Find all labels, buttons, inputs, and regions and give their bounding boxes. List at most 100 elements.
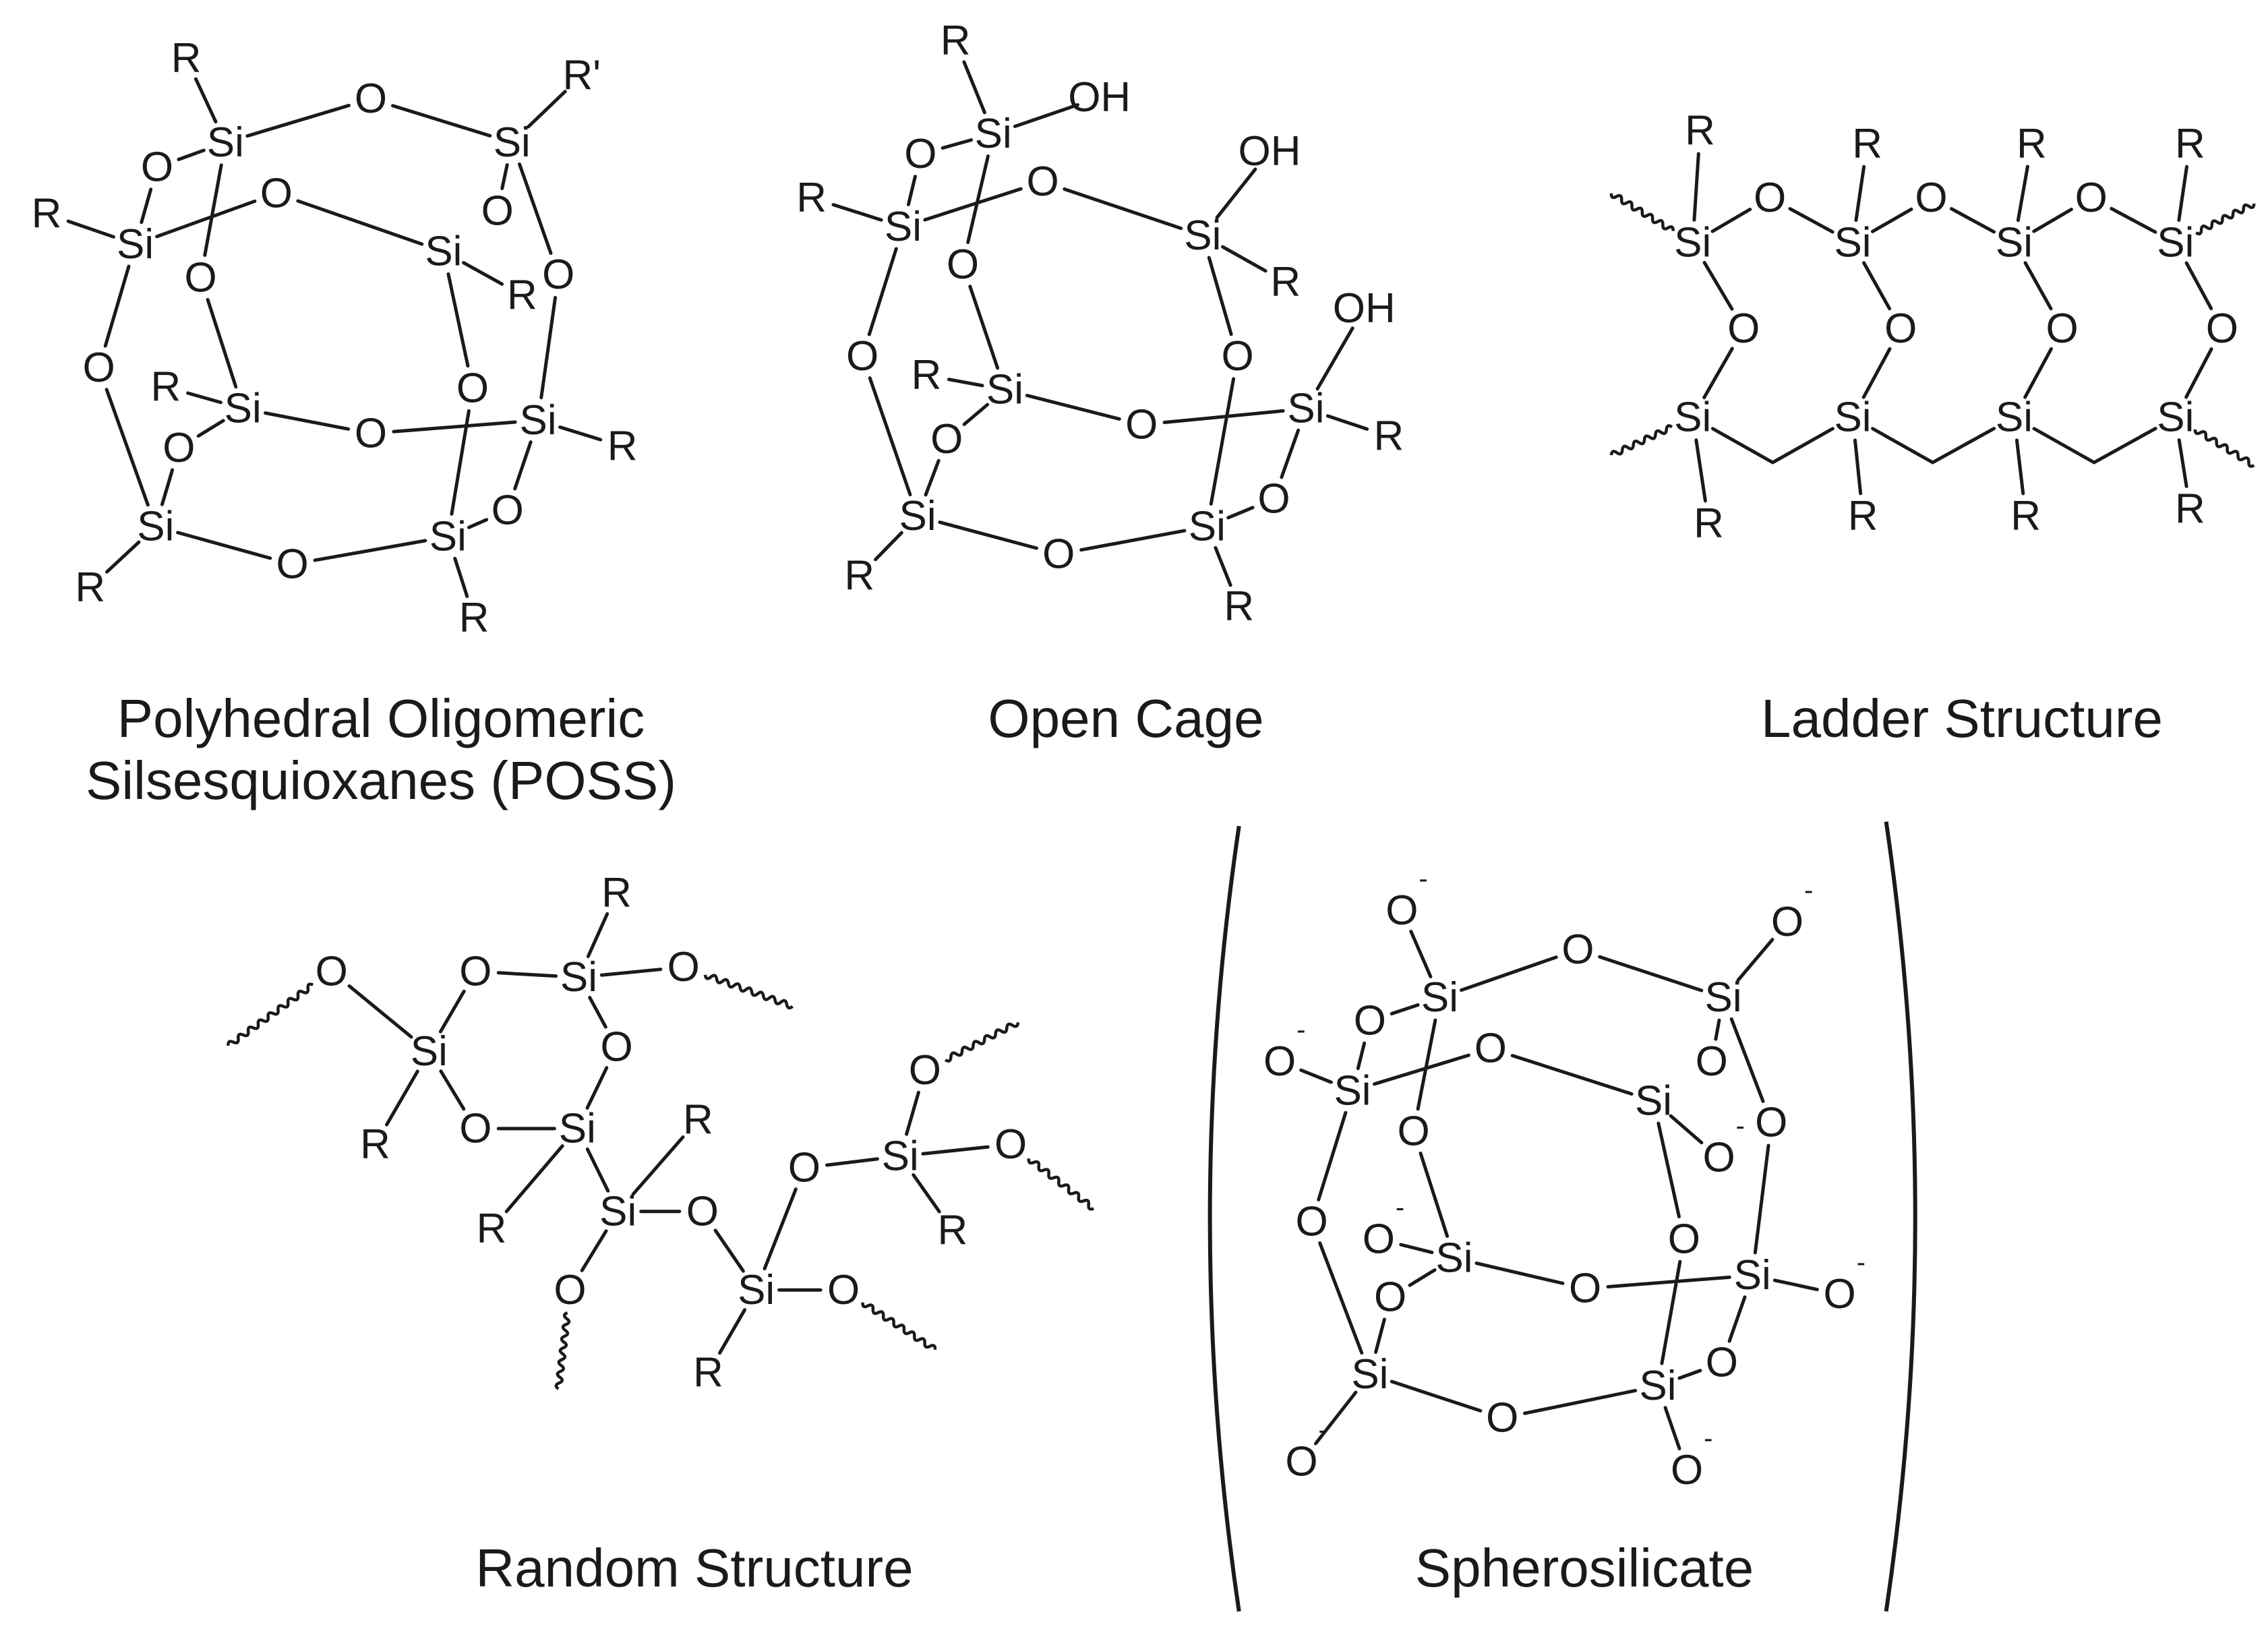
bond bbox=[2184, 261, 2213, 311]
wavy-bond bbox=[1609, 193, 1675, 231]
wavy-bond bbox=[861, 1302, 937, 1350]
atom-r: R bbox=[2017, 121, 2047, 167]
atom-r: R bbox=[607, 423, 638, 470]
bond bbox=[500, 163, 509, 191]
atom-o: O bbox=[1671, 1447, 1703, 1493]
atom-o: O bbox=[1354, 998, 1386, 1044]
bond bbox=[1772, 1278, 1819, 1292]
bond bbox=[1079, 529, 1187, 552]
bond bbox=[176, 531, 272, 560]
atom-o: O bbox=[1486, 1395, 1518, 1442]
bond bbox=[1220, 245, 1267, 273]
atom-o: O bbox=[2046, 305, 2079, 352]
atom-r: R bbox=[75, 564, 105, 611]
bond bbox=[1280, 428, 1301, 479]
atom-r: R bbox=[796, 175, 827, 221]
bond bbox=[1862, 261, 1892, 311]
atom-o: O bbox=[827, 1267, 860, 1313]
bond bbox=[1399, 1243, 1434, 1255]
bond bbox=[1677, 1369, 1702, 1380]
spherosilicate-brackets bbox=[1207, 821, 1917, 1612]
atom-o: O bbox=[355, 76, 387, 122]
bond bbox=[1162, 409, 1285, 425]
bond bbox=[588, 995, 607, 1029]
bond bbox=[1598, 955, 1704, 992]
atom-r: R bbox=[1848, 493, 1878, 539]
atom-o: O bbox=[788, 1145, 820, 1191]
atom-si: Si bbox=[494, 119, 531, 166]
bond bbox=[1663, 1406, 1681, 1451]
bond bbox=[1736, 937, 1774, 982]
atom-r: R bbox=[459, 595, 489, 641]
bond bbox=[347, 984, 413, 1039]
bond bbox=[2177, 438, 2188, 488]
bond bbox=[1606, 1275, 1731, 1288]
bond bbox=[558, 425, 603, 442]
wavy-bond bbox=[2193, 429, 2255, 468]
bond bbox=[1770, 427, 1834, 465]
bond bbox=[1474, 1261, 1565, 1285]
atom-si: Si bbox=[411, 1028, 448, 1075]
wavy-bond bbox=[554, 1311, 571, 1390]
negative-charge: - bbox=[1704, 1424, 1712, 1454]
atom-o: O bbox=[1285, 1438, 1317, 1485]
bond bbox=[264, 411, 351, 431]
atom-r: R bbox=[844, 553, 874, 599]
wavy-bond bbox=[2195, 203, 2256, 236]
atom-o: O bbox=[1754, 175, 1786, 221]
atom-si: Si bbox=[1334, 1067, 1371, 1114]
atom-o: O bbox=[1374, 1274, 1406, 1321]
atom-o: O bbox=[355, 410, 387, 456]
bond bbox=[2023, 347, 2053, 399]
atom-o: O bbox=[1823, 1271, 1855, 1317]
bond bbox=[1522, 1388, 1638, 1415]
bond bbox=[585, 1147, 610, 1193]
bond bbox=[1853, 438, 1863, 496]
atom-r: R bbox=[2175, 121, 2205, 167]
bond bbox=[439, 1069, 466, 1111]
bond bbox=[1871, 207, 1913, 233]
negative-charge: - bbox=[1419, 864, 1427, 893]
bond bbox=[203, 163, 223, 258]
bond bbox=[867, 247, 898, 336]
atom-r: R bbox=[693, 1350, 723, 1396]
atom-si: Si bbox=[599, 1188, 636, 1235]
atom-si: Si bbox=[559, 1105, 596, 1152]
bond bbox=[1949, 207, 1996, 234]
bond bbox=[392, 420, 517, 434]
poss-structure-bonds bbox=[66, 77, 603, 598]
bond bbox=[1063, 187, 1183, 231]
bond bbox=[467, 518, 489, 529]
atom-o: O bbox=[667, 944, 700, 990]
atom-si: Si bbox=[1287, 386, 1324, 432]
atom-o: O bbox=[491, 487, 524, 534]
bond bbox=[2016, 165, 2029, 222]
caption-poss: Polyhedral Oligomeric Silsesquioxanes (P… bbox=[0, 688, 762, 812]
bond bbox=[947, 378, 984, 388]
bond bbox=[103, 264, 131, 348]
bond bbox=[2023, 261, 2053, 311]
atom-o: O bbox=[162, 425, 195, 471]
atom-si: Si bbox=[1834, 394, 1871, 441]
bond bbox=[763, 1187, 798, 1271]
atom-r: R bbox=[477, 1206, 507, 1252]
bond bbox=[1315, 326, 1354, 391]
bond bbox=[66, 219, 115, 239]
bond bbox=[2177, 165, 2188, 222]
caption-poss-line-1: Polyhedral Oligomeric bbox=[117, 688, 645, 748]
bond bbox=[1013, 103, 1080, 128]
left-bracket bbox=[1207, 825, 1241, 1612]
caption-open-cage: Open Cage bbox=[897, 688, 1355, 750]
bond bbox=[599, 968, 663, 977]
bond bbox=[1409, 929, 1433, 979]
bond bbox=[1209, 377, 1236, 506]
atom-o: O bbox=[1668, 1216, 1700, 1262]
atom-o: O bbox=[554, 1267, 586, 1313]
atom-si: Si bbox=[2157, 220, 2194, 266]
bond bbox=[1727, 1295, 1747, 1343]
atom-si: Si bbox=[1734, 1252, 1771, 1299]
bond bbox=[631, 1135, 685, 1196]
